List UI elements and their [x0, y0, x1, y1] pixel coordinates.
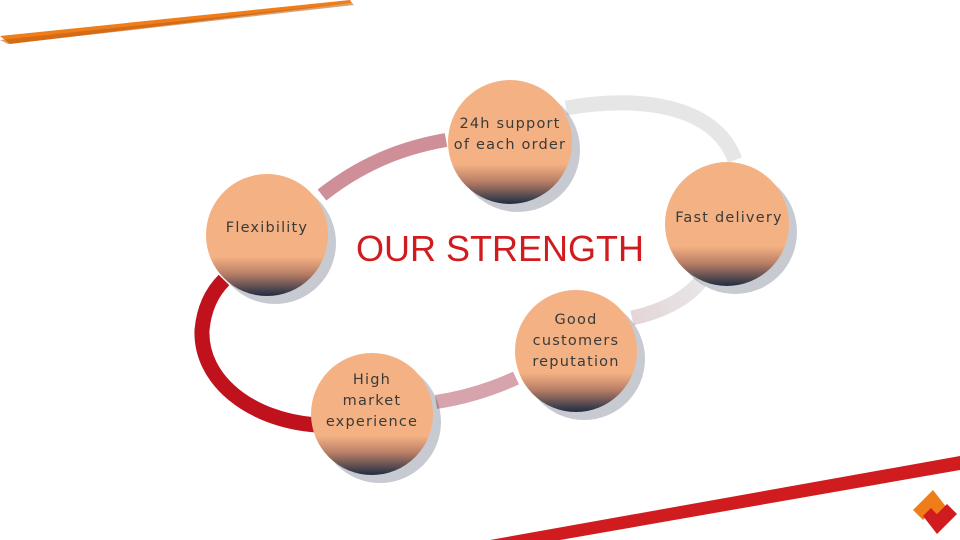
ring-segment-bottom [434, 371, 519, 409]
node-flexibility [206, 174, 336, 304]
node-label-flexibility: Flexibility [225, 220, 309, 236]
node-label-support: 24h support of each order [453, 116, 567, 153]
ring-segment-left [194, 274, 317, 433]
node-fast-delivery [665, 162, 797, 294]
ring-segment-top-right [564, 95, 743, 163]
top-stripe-shadow [0, 3, 354, 44]
node-label-market: High market experience [325, 372, 419, 430]
diagram-title: OUR STRENGTH [356, 228, 644, 269]
node-label-reputation: Good customers reputation [532, 312, 620, 370]
node-label-fast-delivery: Fast delivery [675, 210, 783, 226]
node-reputation [515, 290, 645, 420]
cycle-ring [194, 95, 743, 433]
node-market [311, 353, 441, 483]
node-support [448, 80, 580, 212]
ring-segment-top-left [317, 133, 448, 201]
bottom-red-stripe [490, 456, 960, 540]
logo-diamond-icon [913, 490, 957, 534]
ring-segment-right [630, 276, 706, 326]
